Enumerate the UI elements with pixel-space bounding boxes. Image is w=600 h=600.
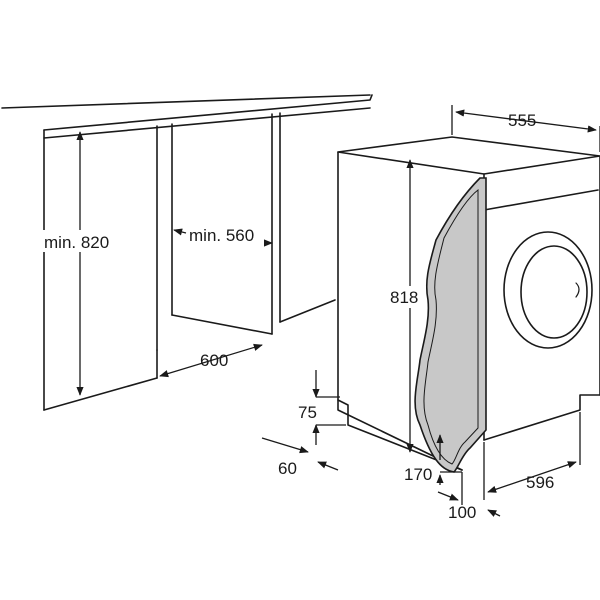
label-100: 100 (448, 503, 476, 522)
dim-560-left-arrow (173, 228, 187, 236)
dim-596-line (487, 461, 577, 493)
niche-floor-line (171, 314, 273, 335)
label-min-820: min. 820 (44, 233, 109, 252)
machine-left-side (337, 151, 463, 471)
plinth-recess (337, 399, 463, 471)
machine-base-front (483, 394, 600, 441)
label-170: 170 (404, 465, 432, 484)
porthole-outer (503, 231, 593, 349)
washing-machine (337, 136, 600, 473)
decor-door-panel (414, 177, 487, 473)
dim-600-line (159, 343, 263, 378)
label-60: 60 (278, 459, 297, 478)
label-596: 596 (526, 473, 554, 492)
label-555: 555 (508, 111, 536, 130)
right-cabinet-base (279, 299, 336, 323)
left-cabinet-base (43, 377, 158, 411)
label-818-bg (386, 286, 426, 308)
dimension-lines (76, 105, 600, 517)
label-min-560: min. 560 (189, 226, 254, 245)
decor-door-inner (423, 188, 479, 465)
label-75: 75 (298, 403, 317, 422)
label-600: 600 (200, 351, 228, 370)
countertop-front-edge (43, 94, 373, 131)
label-820-bg (42, 230, 132, 252)
label-818: 818 (390, 288, 418, 307)
door-handle-icon (575, 282, 580, 298)
kitchen-cabinet (1, 94, 373, 411)
dim-60-left-arrow (261, 437, 309, 454)
porthole-inner (520, 245, 588, 339)
machine-top-face (337, 136, 600, 175)
dim-555-line (455, 109, 597, 133)
dim-60-right-arrow (317, 461, 339, 471)
dim-100-right-arrow (487, 509, 501, 517)
control-panel-line (483, 189, 599, 211)
dimension-labels: 555 min. 820 min. 560 600 818 75 60 170 … (42, 111, 554, 522)
countertop-back-edge (1, 94, 371, 109)
dim-100-left-arrow (437, 491, 459, 501)
countertop-thickness (43, 107, 371, 139)
